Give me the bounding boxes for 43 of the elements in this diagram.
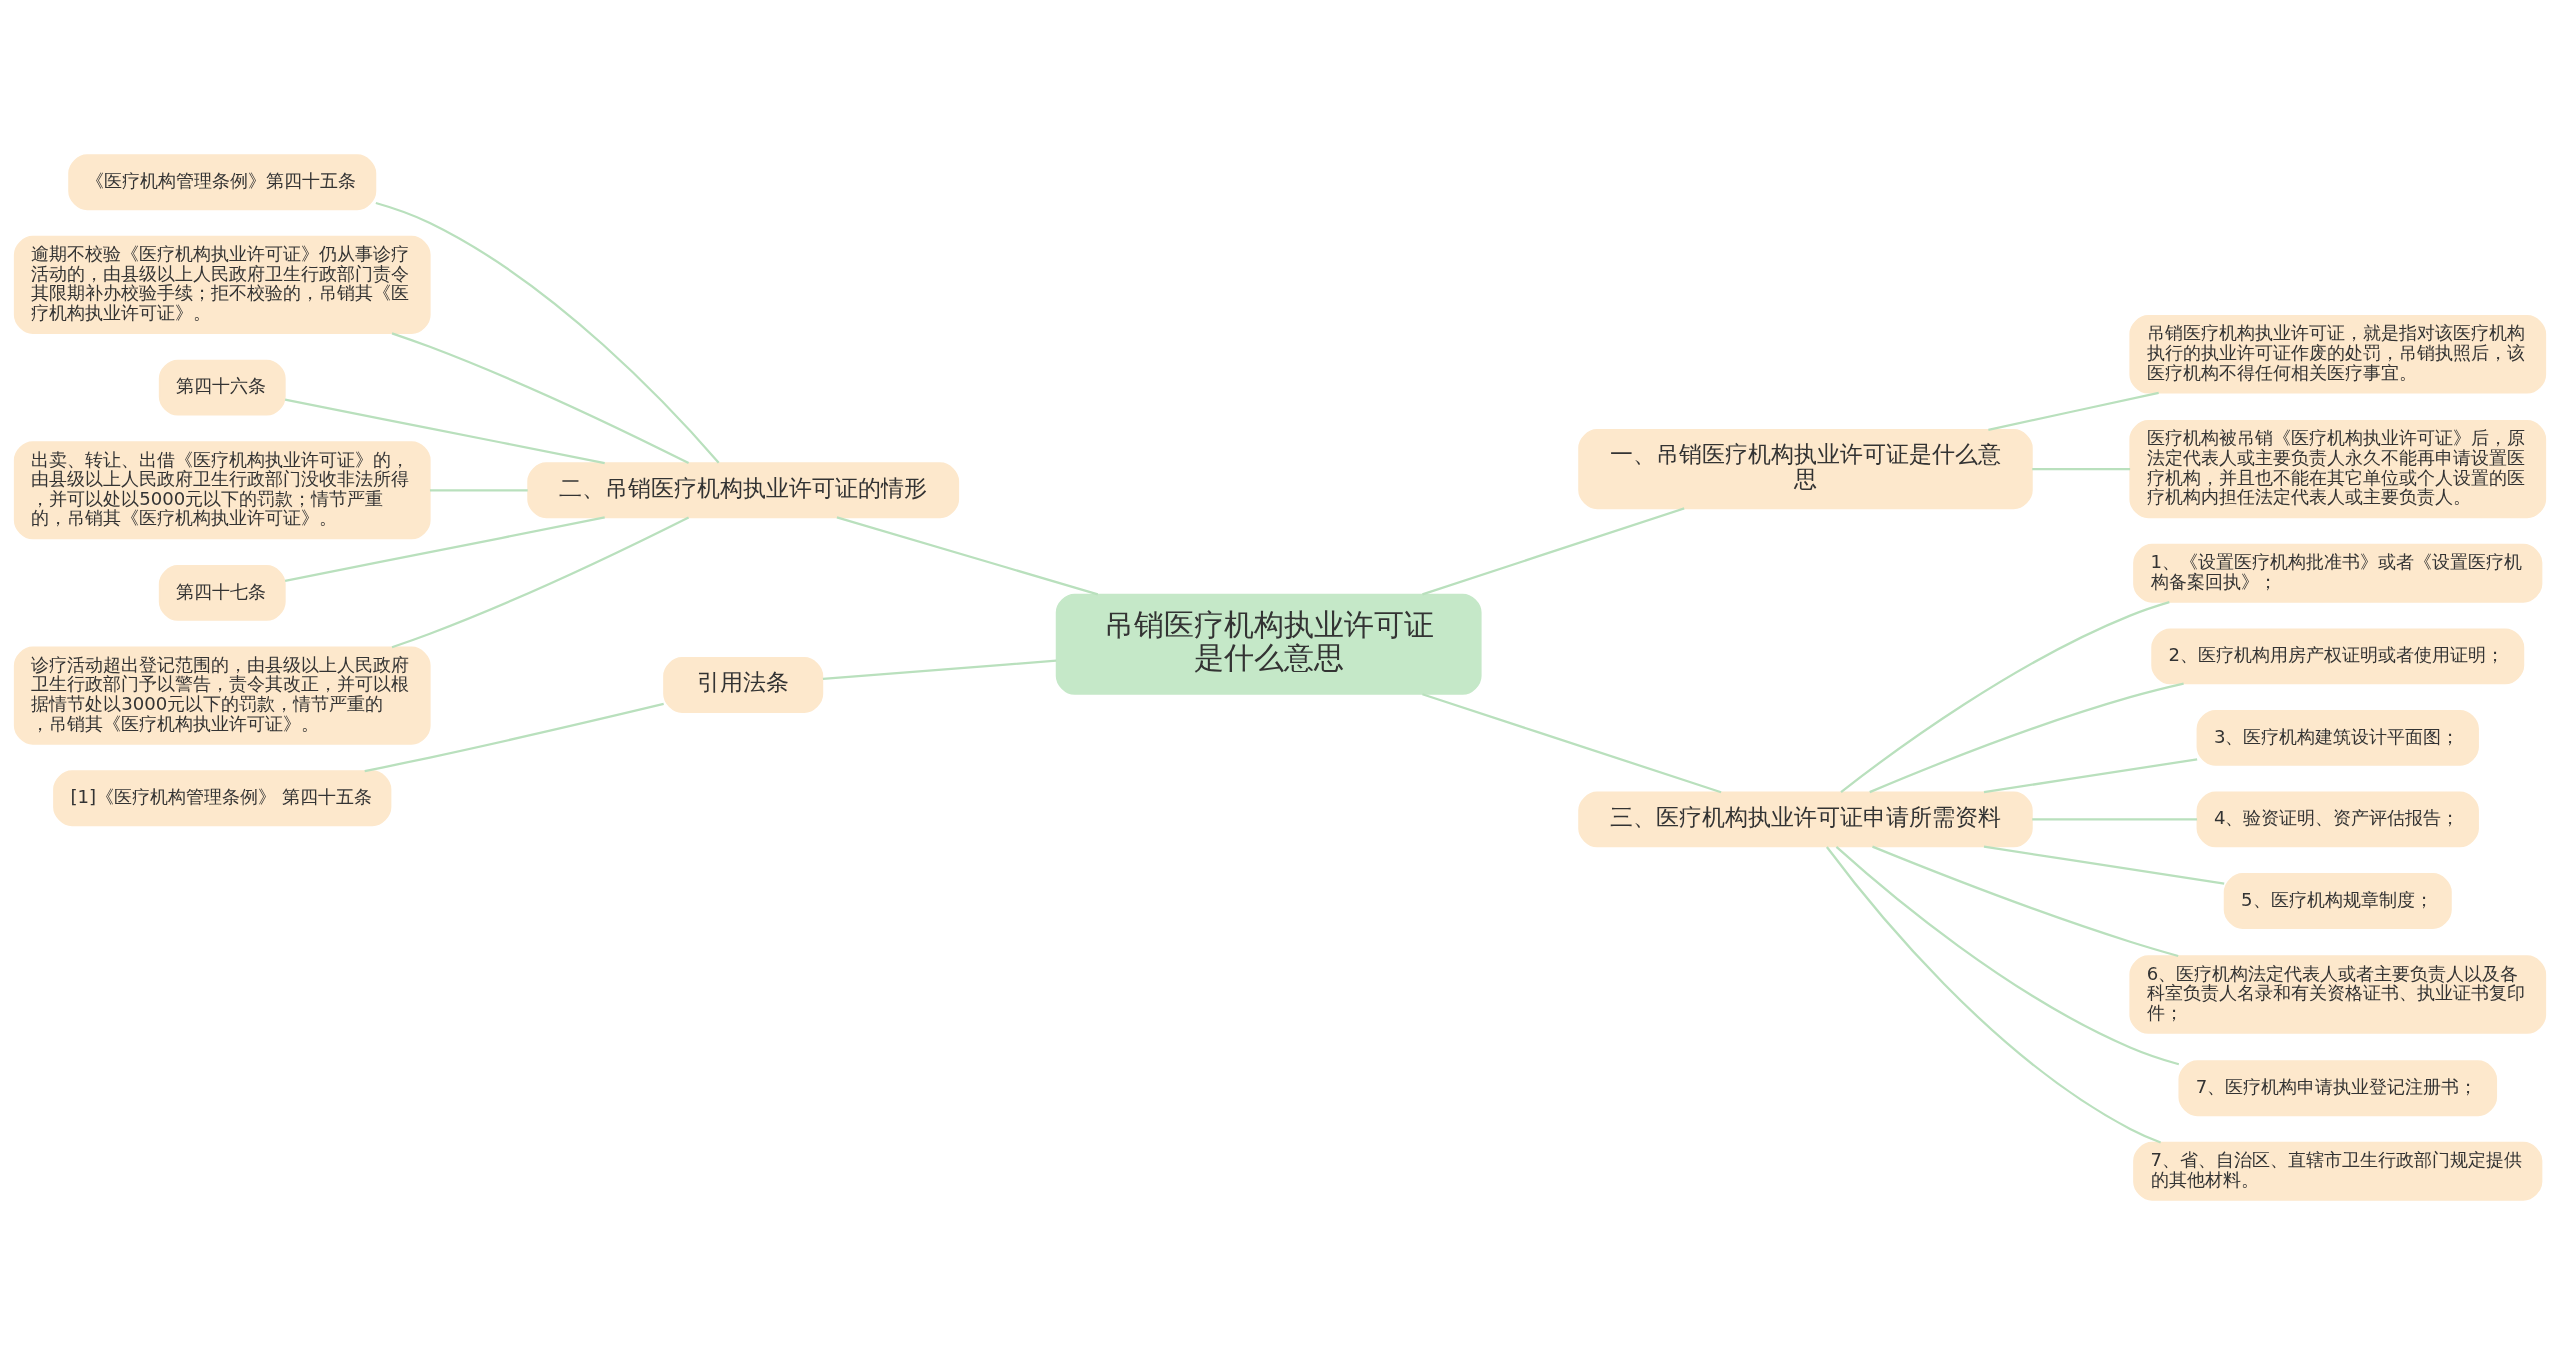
connector xyxy=(1422,506,1685,595)
node-box: 2、医疗机构用房产权证明或者使用证明； xyxy=(2151,627,2525,684)
connector xyxy=(2032,467,2131,470)
node-box: 4、验资证明、资产评估报告； xyxy=(2196,791,2479,847)
node-box: 5、医疗机构规章制度； xyxy=(2223,872,2452,929)
connector xyxy=(284,515,605,582)
connector xyxy=(1983,845,2225,885)
node-box: 1、《设置医疗机构批准书》或者《设置医疗机构备案回执》； xyxy=(2133,543,2543,603)
connector xyxy=(391,515,690,648)
connector xyxy=(1869,682,2184,793)
connector xyxy=(1988,391,2159,431)
connector xyxy=(1422,692,1722,793)
connector xyxy=(836,515,1099,595)
node-box: 7、省、自治区、直辖市卫生行政部门规定提供的其他材料。 xyxy=(2133,1141,2543,1201)
node-box: 吊销医疗机构执业许可证，就是指对该医疗机构执行的执业许可证作废的处罚，吊销执照后，该医疗机构不得任何相关医疗事宜。 xyxy=(2129,314,2547,394)
connector xyxy=(375,201,720,463)
connector xyxy=(1872,845,2179,957)
node-box: 逾期不校验《医疗机构执业许可证》仍从事诊疗活动的，由县级以上人民政府卫生行政部门责令其限期补办校验手续；拒不校验的，吊销其《医疗机构执业许可证》。 xyxy=(13,235,431,334)
node-box: 一、吊销医疗机构执业许可证是什么意思 xyxy=(1578,428,2033,509)
node-box: 第四十七条 xyxy=(158,564,286,621)
node-box: 引用法条 xyxy=(663,656,824,713)
node-box: 出卖、转让、出借《医疗机构执业许可证》的，由县级以上人民政府卫生行政部门没收非法所得，并可以处以5000元以下的罚款；情节严重的，吊销其《医疗机构执业许可证》。 xyxy=(13,440,431,539)
node-box: 诊疗活动超出登记范围的，由县级以上人民政府卫生行政部门予以警告，责令其改正，并可以根据情节处以3000元以下的罚款，情节严重的，吊销其《医疗机构执业许可证》。 xyxy=(13,646,431,745)
node-box: 第四十六条 xyxy=(158,359,286,415)
node-box: 《医疗机构管理条例》第四十五条 xyxy=(68,153,377,210)
connector xyxy=(1835,845,2180,1065)
connector xyxy=(429,488,528,491)
node-box: 医疗机构被吊销《医疗机构执业许可证》后，原法定代表人或主要负责人永久不能再申请设置医疗机构，并且也不能在其它单位或个人设置的医疗机构内担任法定代表人或主要负责人。 xyxy=(2129,419,2547,518)
connector xyxy=(284,398,605,464)
connector xyxy=(1983,757,2198,793)
node-box: 7、医疗机构申请执业登记注册书； xyxy=(2178,1059,2498,1116)
connector xyxy=(391,331,690,464)
connector xyxy=(822,659,1057,680)
connector xyxy=(2032,817,2198,821)
connector xyxy=(1840,600,2170,793)
connector xyxy=(1825,845,2162,1144)
node-box: 二、吊销医疗机构执业许可证的情形 xyxy=(527,461,960,518)
node-box: [1]《医疗机构管理条例》 第四十五条 xyxy=(53,769,392,826)
node-box: 吊销医疗机构执业许可证是什么意思 xyxy=(1055,593,1482,695)
node-box: 6、医疗机构法定代表人或者主要负责人以及各科室负责人名录和有关资格证书、执业证书复印件； xyxy=(2129,954,2547,1034)
node-box: 三、医疗机构执业许可证申请所需资料 xyxy=(1578,791,2033,847)
node-box: 3、医疗机构建筑设计平面图； xyxy=(2196,709,2479,766)
connector xyxy=(364,702,664,772)
